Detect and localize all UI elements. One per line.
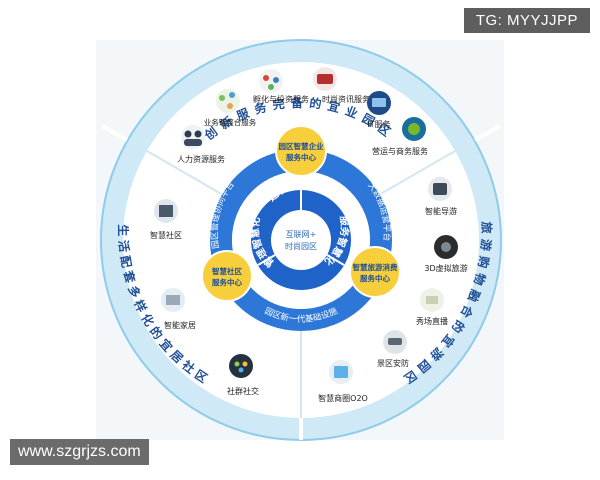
service-fashion-news: 时尚资讯服务: [313, 67, 370, 104]
node-left-line2: 服务中心: [212, 277, 242, 287]
center-label-line2: 时尚园区: [285, 241, 317, 251]
service-fashion-news-label: 时尚资讯服务: [322, 94, 370, 104]
service-smart-guide-label: 智能导游: [425, 206, 457, 216]
service-social: 社群社交: [227, 354, 259, 396]
service-virtual-tour: 3D虚拟旅游: [424, 235, 468, 273]
service-commerce-label: 营运与商务服务: [372, 146, 428, 156]
service-smart-community-label: 智慧社区: [150, 230, 182, 240]
service-o2o-label: 智慧商圈O2O: [318, 393, 368, 403]
service-security-label: 景区安防: [377, 358, 409, 368]
service-social-label: 社群社交: [227, 386, 259, 396]
core-divider-left: [257, 254, 276, 266]
service-smart-community: 智慧社区: [150, 199, 182, 240]
node-right-line2: 服务中心: [360, 273, 390, 283]
service-business-chain: 业务链整合服务: [204, 89, 257, 127]
core-center: [271, 210, 331, 270]
watermark-top: TG: MYYJJPP: [463, 8, 590, 33]
service-live-show-label: 秀场直播: [416, 316, 448, 326]
service-smart-home: 智能家居: [161, 288, 196, 330]
outer-ring-gap-right: [474, 124, 501, 142]
service-incubation: 孵化与投资服务: [253, 69, 309, 104]
service-incubation-label: 孵化与投资服务: [253, 94, 309, 104]
service-smart-guide: 智能导游: [425, 177, 457, 216]
watermark-bottom: www.szgrjzs.com: [10, 439, 149, 465]
outer-ring-gap-left: [101, 124, 128, 142]
service-smart-home-label: 智能家居: [164, 320, 196, 330]
node-right-line1: 智慧旅游消费: [353, 262, 398, 272]
service-security: 景区安防: [377, 330, 409, 368]
service-o2o: 智慧商圈O2O: [318, 360, 368, 403]
service-business-chain-label: 业务链整合服务: [204, 117, 257, 127]
node-top-line2: 服务中心: [286, 152, 316, 162]
node-enterprise-service-center: 园区智慧企业 服务中心: [275, 125, 327, 177]
service-live-show: 秀场直播: [416, 288, 448, 326]
center-label-line1: 互联网+: [286, 230, 317, 239]
service-virtual-tour-label: 3D虚拟旅游: [424, 263, 467, 273]
node-tourism-service-center: 智慧旅游消费 服务中心: [349, 246, 401, 298]
service-hr-label: 人力资源服务: [177, 154, 225, 164]
node-left-line1: 智慧社区: [212, 266, 242, 276]
service-hr: 人力资源服务: [177, 125, 225, 164]
service-commerce: 营运与商务服务: [372, 117, 428, 156]
service-it-label: IT服务: [367, 119, 390, 129]
node-community-service-center: 智慧社区 服务中心: [201, 250, 253, 302]
node-top-line1: 园区智慧企业: [279, 141, 324, 151]
core-divider-right: [326, 254, 345, 266]
service-it: IT服务: [367, 91, 391, 129]
